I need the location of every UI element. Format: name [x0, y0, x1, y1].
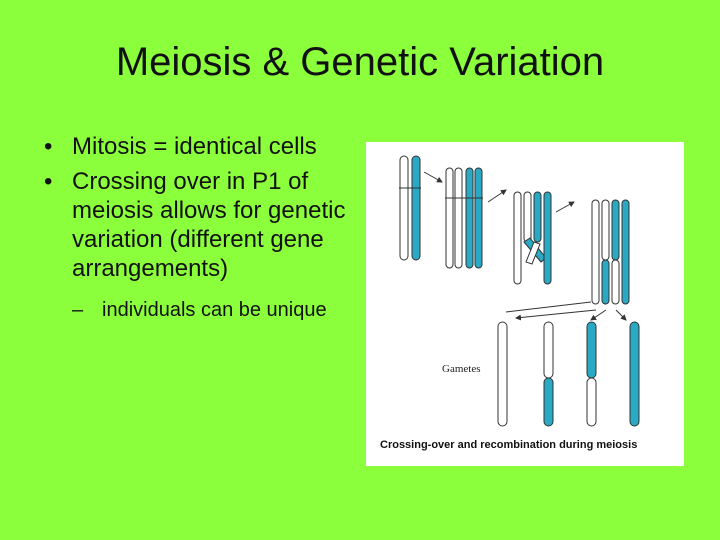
- slide-title: Meiosis & Genetic Variation: [115, 40, 605, 84]
- bullet-list: • Mitosis = identical cells • Crossing o…: [40, 132, 360, 323]
- stage-3-crossing-over: [513, 191, 552, 285]
- figure-caption: Crossing-over and recombination during m…: [380, 439, 637, 451]
- sub-bullet-text: individuals can be unique: [102, 299, 327, 321]
- gametes-label: Gametes: [442, 363, 480, 375]
- stage-2-chromosomes: [445, 167, 483, 269]
- bullet-symbol: •: [44, 133, 53, 160]
- bullet-item: • Crossing over in P1 of meiosis allows …: [40, 167, 360, 283]
- dash-symbol: –: [72, 299, 84, 321]
- stage-4-recombined: [591, 199, 630, 305]
- gamete-chromosomes: [497, 321, 640, 427]
- crossing-over-diagram: Gametes Crossing-over and recombination …: [380, 155, 640, 451]
- bullet-item: • Mitosis = identical cells: [40, 132, 360, 161]
- bullet-symbol: •: [44, 168, 53, 195]
- bullet-text: Mitosis = identical cells: [72, 133, 317, 160]
- bullet-text: Crossing over in P1 of meiosis allows fo…: [72, 168, 346, 282]
- stage-1-chromosomes: [399, 155, 421, 261]
- crossing-over-figure: Gametes Crossing-over and recombination …: [366, 142, 684, 466]
- sub-bullet-item: – individuals can be unique: [40, 297, 360, 323]
